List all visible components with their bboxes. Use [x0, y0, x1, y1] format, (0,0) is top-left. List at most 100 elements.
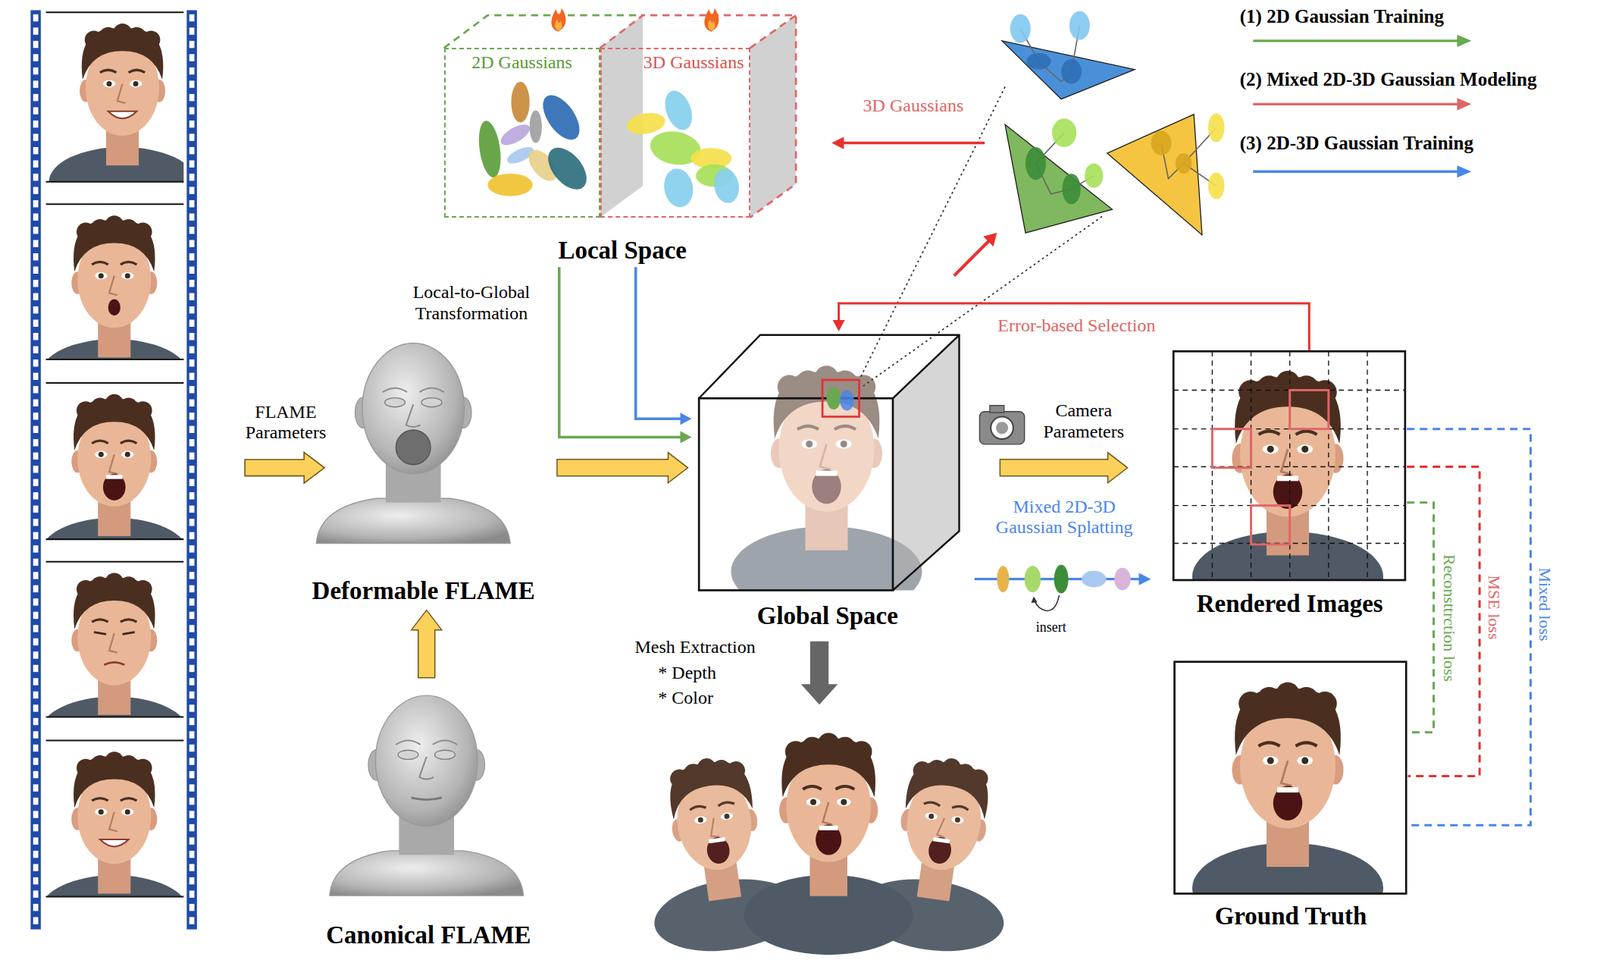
connector [411, 610, 442, 678]
film-hole [189, 80, 195, 88]
film-hole [189, 558, 195, 566]
film-hole [33, 850, 39, 858]
film-hole [33, 730, 39, 738]
connector [832, 303, 1310, 351]
film-hole [189, 876, 195, 884]
arrow-head [832, 319, 846, 332]
eye [924, 811, 938, 821]
teeth [819, 825, 839, 830]
hair-curl [851, 375, 877, 400]
film-hole [189, 544, 195, 552]
gaussian-ellipse [1061, 59, 1082, 84]
mouth [811, 469, 842, 505]
film-hole [33, 40, 39, 48]
connector [635, 266, 692, 425]
pupil [1267, 445, 1275, 453]
film-hole [33, 558, 39, 566]
eye [1296, 755, 1313, 765]
film-hole [189, 903, 195, 911]
film-hole [33, 319, 39, 327]
film-hole [33, 27, 39, 35]
legend-text: (1) 2D Gaussian Training [1239, 5, 1444, 26]
eye [94, 272, 107, 279]
section-heading: Deformable FLAME [312, 576, 536, 606]
gaussian-ellipse [510, 81, 530, 123]
head [362, 343, 465, 474]
eyebrow [91, 619, 137, 622]
gaussian-ellipse [660, 165, 696, 210]
film-hole [33, 452, 39, 460]
flame-outer [551, 8, 566, 32]
hair-curl [133, 222, 152, 242]
flame-model-box: Canonical FLAME [306, 682, 552, 950]
camera-lens [990, 416, 1014, 439]
edge-label: Mixed loss [1535, 565, 1555, 644]
hair [904, 757, 993, 820]
pupil [106, 81, 113, 87]
film-hole [189, 147, 195, 154]
pupil [928, 812, 935, 819]
film-hole [33, 106, 39, 114]
film-hole [189, 133, 195, 141]
nose [117, 83, 126, 104]
nose [936, 817, 948, 838]
hair-curl [968, 767, 990, 789]
arrow-head [1457, 97, 1472, 110]
legend-line [1252, 39, 1460, 42]
film-hole [189, 53, 195, 61]
modeling-arrow [831, 136, 985, 149]
pupil [98, 272, 104, 279]
nose [406, 403, 421, 427]
legend-sample [1252, 97, 1472, 110]
flame-inner [554, 19, 562, 32]
hair-curl [133, 758, 152, 777]
film-hole [33, 903, 39, 911]
film-hole [33, 346, 39, 354]
gaussian-ellipse [711, 166, 743, 206]
film-hole [33, 823, 39, 831]
pupil [810, 798, 817, 805]
film-hole [33, 14, 39, 22]
film-hole [189, 200, 195, 207]
flow-arrow [557, 452, 689, 483]
local-space-box: Local Space2D Gaussians3D Gaussians [438, 8, 807, 266]
face-illustration [1192, 370, 1384, 580]
film-hole [189, 279, 195, 287]
image-frame [1173, 350, 1406, 580]
step-label: Mesh Extraction [634, 636, 755, 658]
legend-entry: (2) Mixed 2D-3D Gaussian Modeling [1239, 68, 1538, 91]
connector-line [839, 303, 1310, 351]
gaussian-ellipse [1010, 14, 1031, 44]
film-hole [189, 465, 195, 473]
legend-entry: (3) 2D-3D Gaussian Training [1239, 131, 1474, 154]
eye [385, 397, 406, 408]
film-hole [189, 518, 195, 526]
film-hole [33, 518, 39, 526]
film-hole [189, 479, 195, 486]
film-hole [33, 120, 39, 128]
face-illustration [46, 394, 185, 539]
edge-label: Camera Parameters [1028, 400, 1140, 443]
pupil [133, 81, 139, 87]
arrow-line [954, 239, 990, 276]
nose [419, 756, 434, 780]
film-hole [189, 664, 195, 672]
mouth [108, 111, 138, 119]
eye [121, 450, 134, 458]
mesh-triangle [1001, 40, 1135, 100]
film-hole [33, 876, 39, 884]
video-frame [49, 23, 185, 182]
film-hole [189, 425, 195, 433]
gaussian-ellipse [529, 109, 542, 143]
arrow-label: 3D Gaussians [863, 95, 965, 117]
film-hole [189, 491, 195, 499]
eyebrow [923, 801, 969, 811]
mesh-triangle [1107, 114, 1203, 235]
section-heading: Canonical FLAME [325, 920, 531, 950]
face-illustration [1192, 682, 1384, 894]
film-hole [189, 916, 195, 924]
nose [109, 454, 118, 474]
face-illustration [49, 23, 185, 182]
film-hole [33, 200, 39, 207]
film-hole [33, 664, 39, 672]
